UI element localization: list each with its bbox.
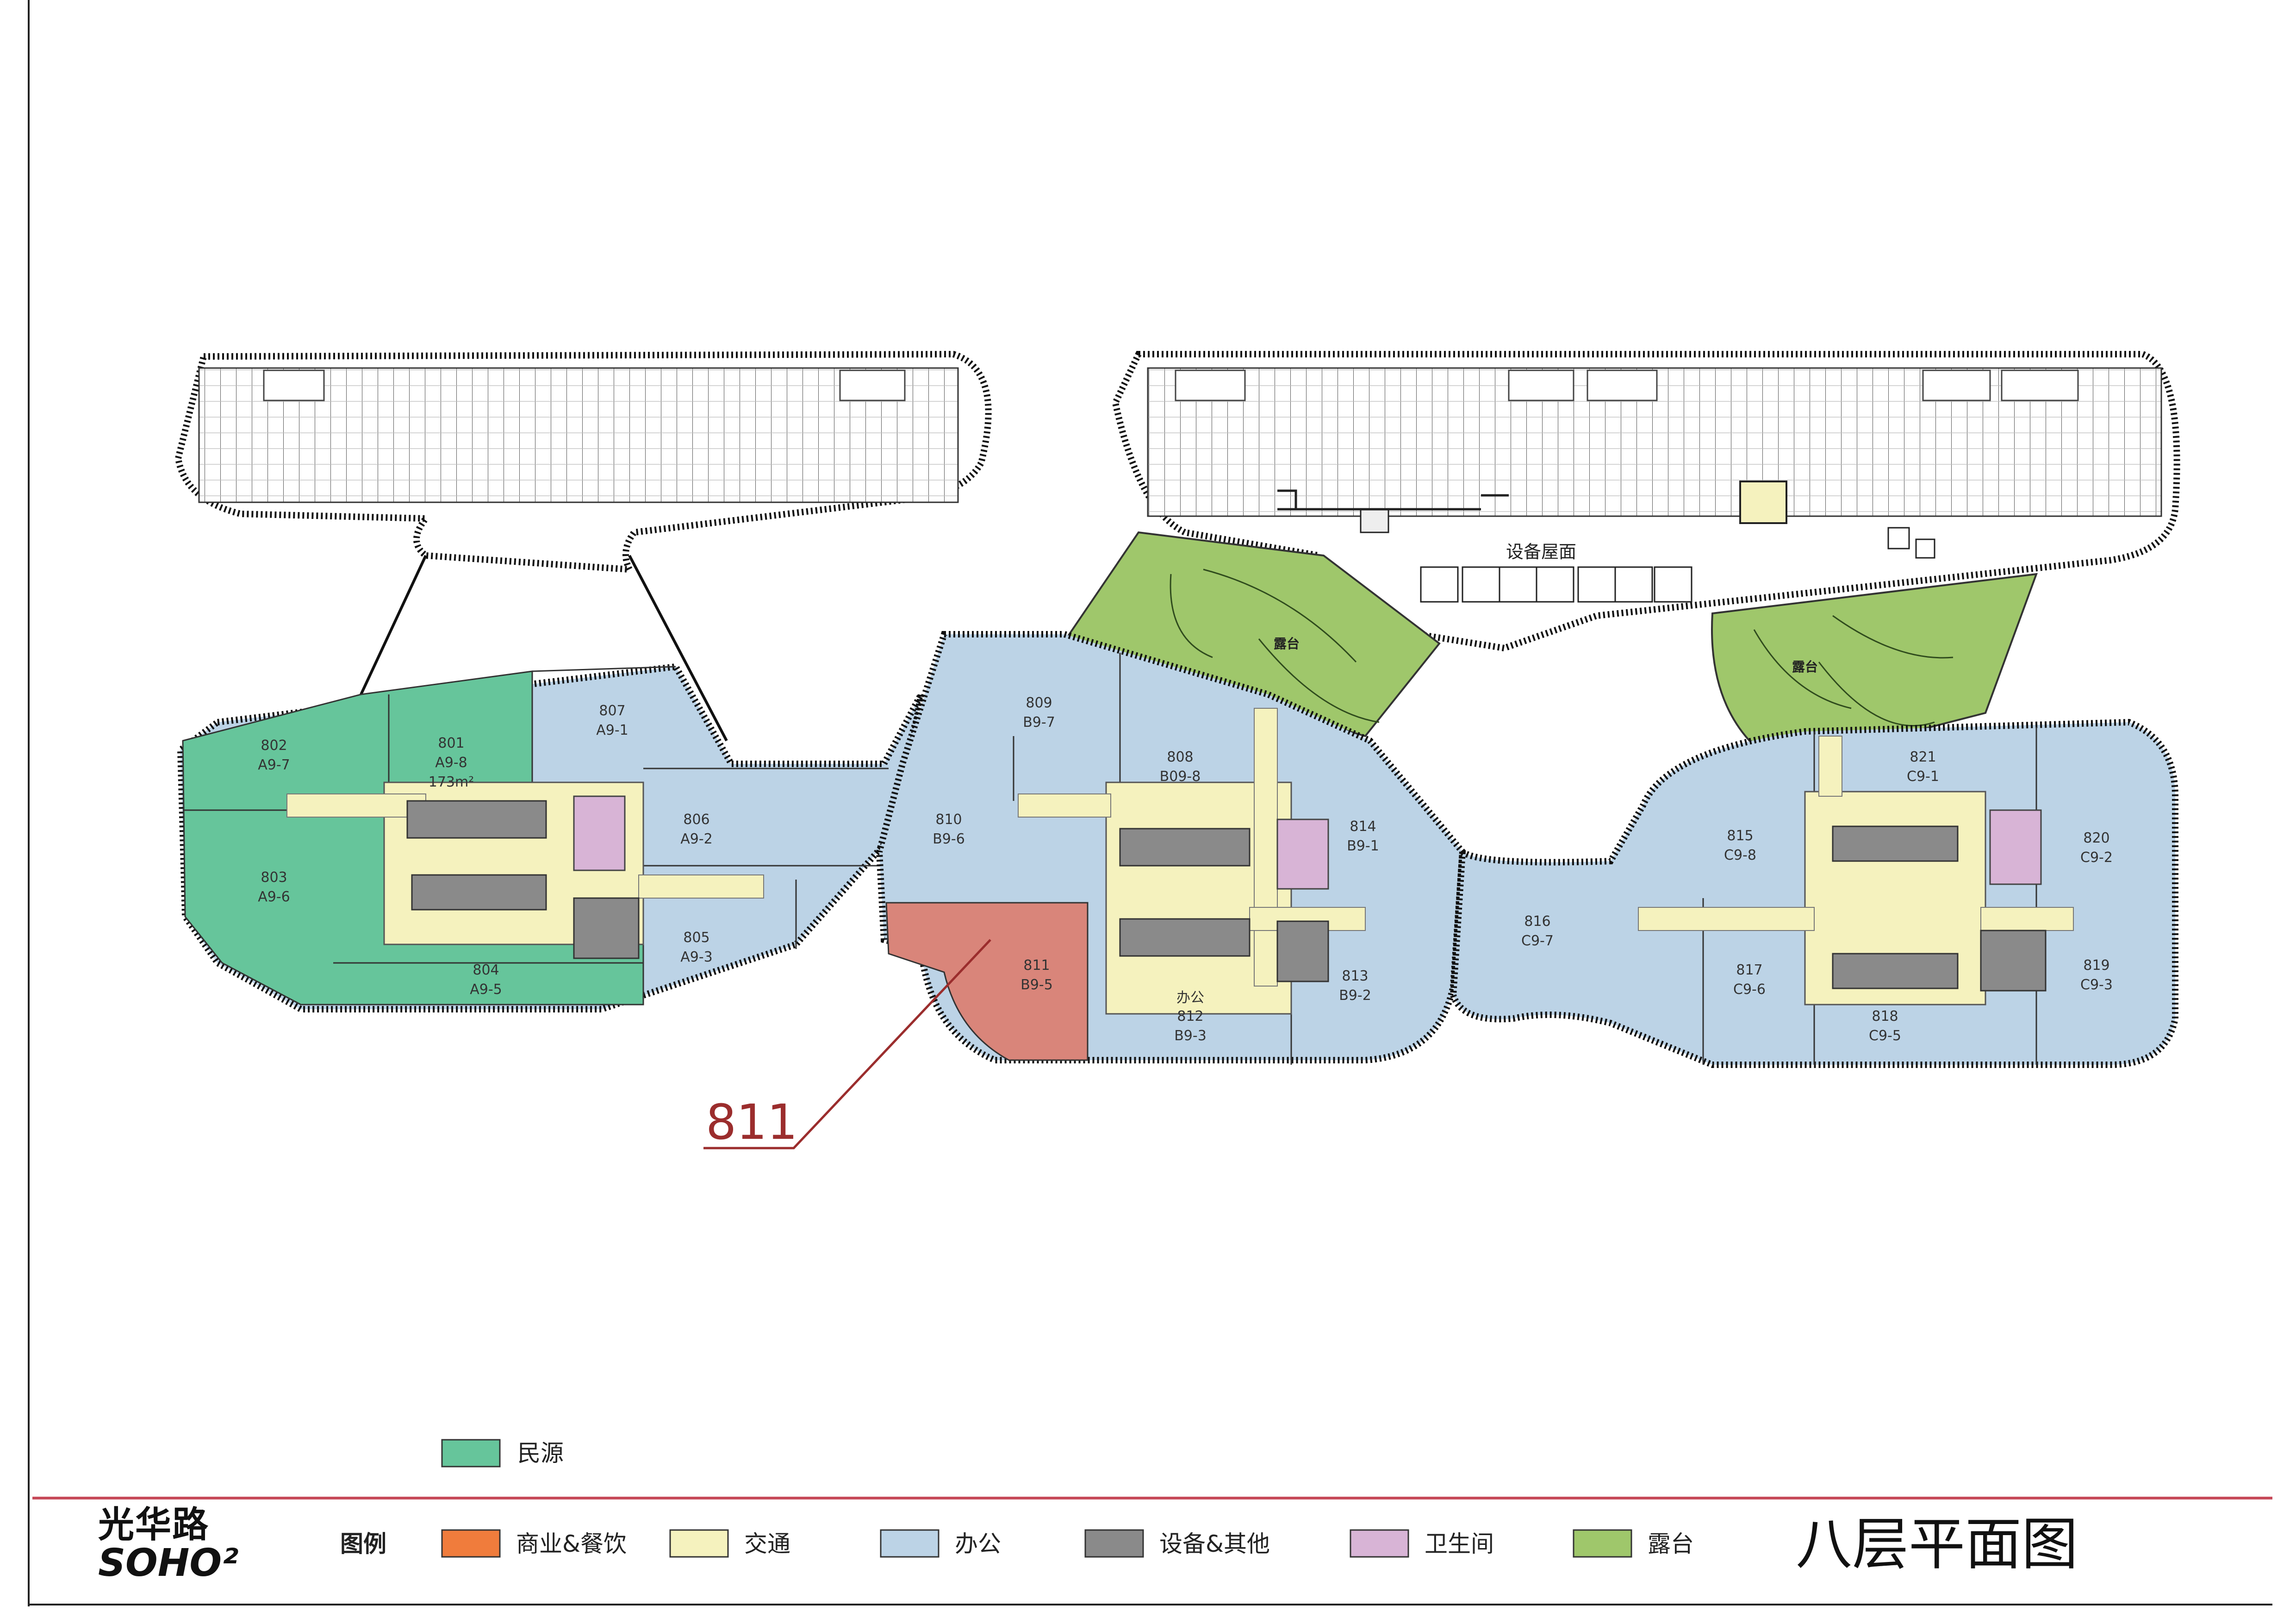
- unit-811-callout: 811: [703, 939, 991, 1150]
- terrace-left: 露台: [1058, 531, 1441, 737]
- page-title: 八层平面图: [1796, 1512, 2078, 1577]
- brand-line1: 光华路: [98, 1504, 209, 1546]
- unit-code-806: A9-2: [680, 831, 713, 847]
- unit-number-805: 805: [683, 930, 709, 946]
- legend-label-commercial: 商业&餐饮: [516, 1530, 627, 1557]
- legend-swatch-minyuan: [441, 1439, 501, 1468]
- unit-number-818: 818: [1872, 1008, 1898, 1024]
- roof-block-left: [174, 350, 992, 573]
- unit-number-820: 820: [2083, 830, 2109, 846]
- legend-swatch-terrace: [1573, 1529, 1632, 1558]
- unit-code-821: C9-1: [1907, 768, 1939, 785]
- unit-code-815: C9-8: [1724, 847, 1756, 863]
- unit-code-810: B9-6: [933, 831, 965, 847]
- legend-label-terrace: 露台: [1648, 1530, 1694, 1557]
- terrace-label-2: 露台: [1792, 659, 1818, 675]
- unit-code-816: C9-7: [1521, 933, 1554, 949]
- unit-number-808: 808: [1167, 749, 1193, 765]
- legend-label-equipment: 设备&其他: [1159, 1530, 1270, 1557]
- unit-number-803: 803: [261, 869, 287, 886]
- legend-label-circulation: 交通: [744, 1530, 790, 1557]
- unit-number-812: 812: [1177, 1008, 1203, 1024]
- legend-swatch-circulation: [669, 1529, 729, 1558]
- unit-code-819: C9-3: [2080, 977, 2113, 993]
- floor-plate-left: [177, 663, 924, 1012]
- unit-number-817: 817: [1736, 962, 1762, 978]
- brand-line2: SOHO²: [98, 1541, 238, 1585]
- unit-code-804: A9-5: [470, 981, 502, 998]
- unit-code-814: B9-1: [1347, 838, 1379, 854]
- legend-items: 商业&餐饮 交通 办公 设备&其他 卫生间 露台: [441, 1529, 1694, 1558]
- unit-code-803: A9-6: [258, 889, 290, 905]
- unit-code-808: B09-8: [1160, 768, 1201, 785]
- unit-number-801: 801: [438, 735, 464, 751]
- legend-label-office: 办公: [955, 1530, 1001, 1557]
- legend: 图例 商业&餐饮 交通 办公 设备&其他 卫生间 露台: [340, 1529, 1694, 1558]
- terrace-label-1: 露台: [1274, 636, 1300, 651]
- unit-number-807: 807: [599, 703, 625, 719]
- unit-number-819: 819: [2083, 957, 2109, 974]
- office-label: 办公: [1176, 990, 1204, 1006]
- legend-swatch-equipment: [1084, 1529, 1144, 1558]
- unit-code-809: B9-7: [1023, 714, 1055, 731]
- legend-swatch-restroom: [1350, 1529, 1409, 1558]
- unit-number-811: 811: [1023, 957, 1050, 974]
- unit-code-818: C9-5: [1869, 1028, 1901, 1044]
- unit-code-807: A9-1: [596, 722, 628, 738]
- roof-equipment-label: 设备屋面: [1506, 542, 1576, 562]
- unit-code-812: B9-3: [1174, 1028, 1207, 1044]
- unit-code-820: C9-2: [2080, 849, 2113, 866]
- roof-connector: [360, 555, 728, 742]
- legend-label-minyuan: 民源: [517, 1440, 564, 1467]
- callout-label: 811: [706, 1094, 798, 1150]
- unit-number-821: 821: [1910, 749, 1936, 765]
- unit-code-817: C9-6: [1733, 981, 1766, 998]
- legend-minyuan: 民源: [441, 1439, 564, 1468]
- legend-label-restroom: 卫生间: [1425, 1530, 1494, 1557]
- unit-code-801: A9-8: [435, 755, 467, 771]
- unit-code-811: B9-5: [1020, 977, 1053, 993]
- roof-block-right: 设备屋面: [1112, 351, 2180, 652]
- unit-number-809: 809: [1026, 695, 1052, 711]
- unit-code-802: A9-7: [258, 757, 290, 773]
- unit-area-801: 173m²: [429, 774, 474, 790]
- legend-title: 图例: [340, 1530, 386, 1557]
- unit-code-813: B9-2: [1339, 987, 1371, 1004]
- unit-number-813: 813: [1342, 968, 1368, 984]
- legend-swatch-commercial: [441, 1529, 501, 1558]
- brand-logo: 光华路 SOHO²: [98, 1504, 238, 1585]
- unit-number-802: 802: [261, 737, 287, 754]
- unit-number-804: 804: [473, 962, 499, 978]
- unit-number-806: 806: [683, 812, 709, 828]
- unit-code-805: A9-3: [680, 949, 713, 965]
- unit-number-815: 815: [1727, 828, 1753, 844]
- floor-plate-right: [1450, 718, 2178, 1068]
- legend-swatch-office: [880, 1529, 940, 1558]
- unit-number-816: 816: [1524, 913, 1550, 930]
- unit-number-810: 810: [935, 812, 962, 828]
- unit-number-814: 814: [1350, 818, 1376, 835]
- floor-plate-middle: [876, 631, 1466, 1065]
